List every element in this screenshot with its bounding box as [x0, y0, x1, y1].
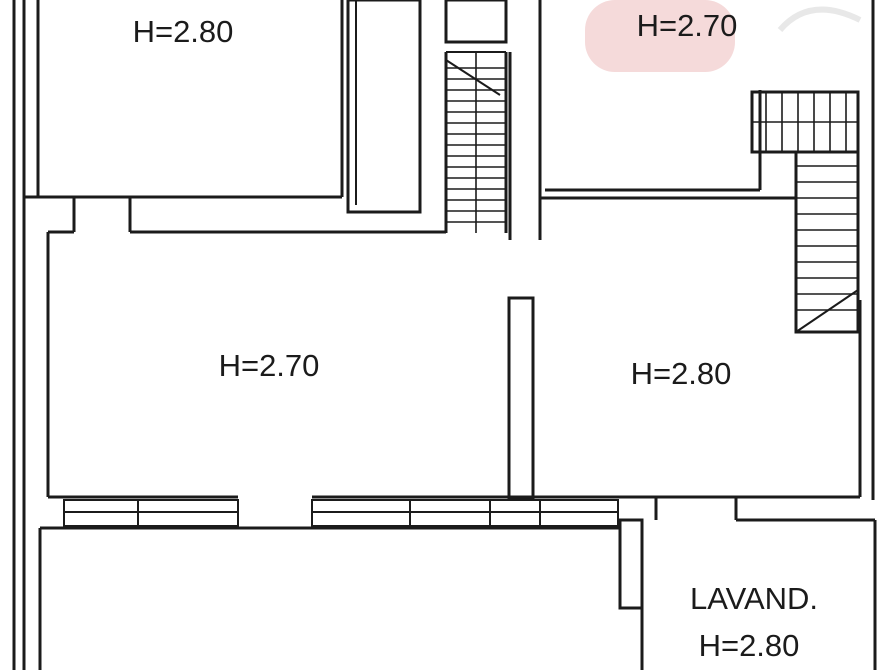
room-top-left-height: H=2.80: [133, 14, 234, 49]
room-lavanderia-name: LAVAND.: [690, 581, 818, 616]
bottom-walls: [38, 497, 877, 670]
room-lavanderia-height: H=2.80: [699, 628, 800, 663]
outer-walls: [12, 0, 875, 670]
window-strip: [63, 499, 619, 527]
room-top-left-walls: [36, 0, 422, 214]
stair-central: [444, 0, 542, 240]
room-middle-left-height: H=2.70: [219, 348, 320, 383]
watermark: [585, 0, 862, 72]
room-middle-right-height: H=2.80: [631, 356, 732, 391]
middle-walls: [24, 195, 862, 500]
room-top-right-height: H=2.70: [637, 8, 738, 43]
room-top-right-walls: [545, 90, 762, 192]
closet-blocks: [444, 0, 508, 53]
stair-right: [750, 90, 860, 334]
